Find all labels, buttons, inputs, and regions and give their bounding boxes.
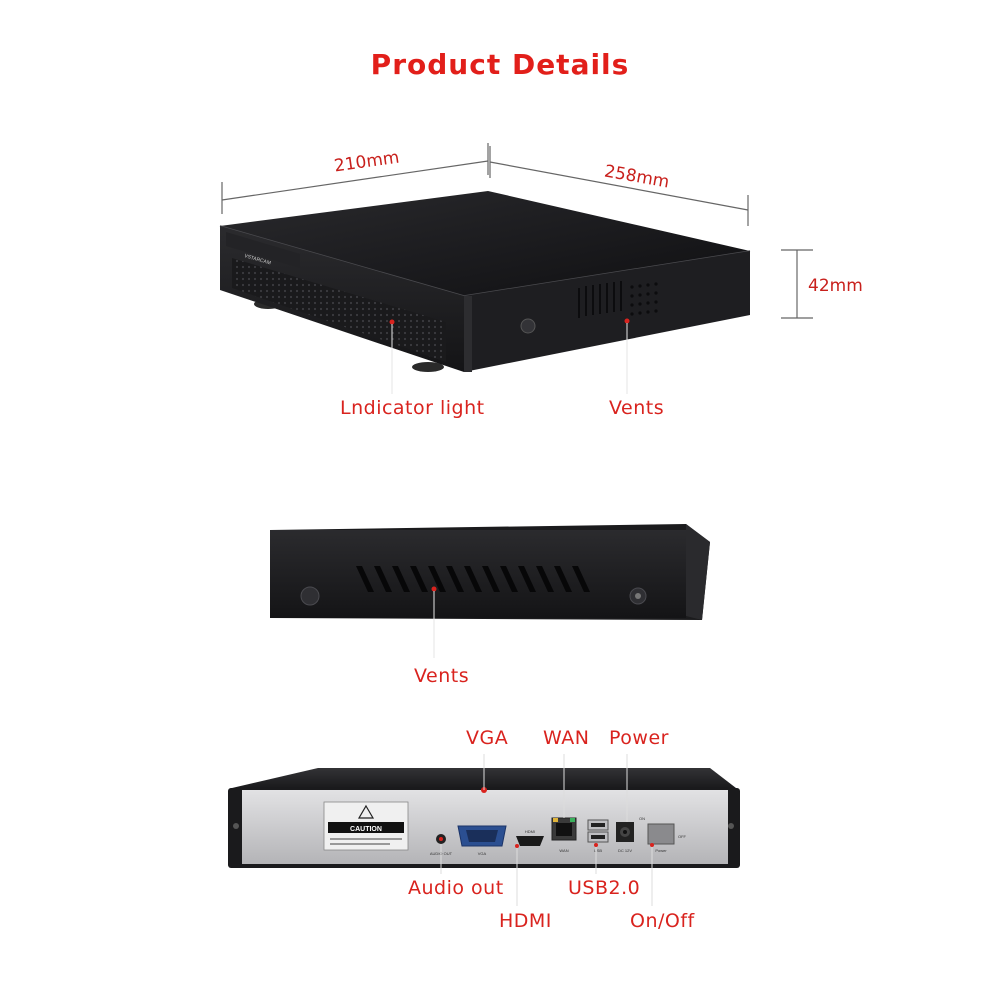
onoff-label: On/Off xyxy=(630,910,695,932)
wan-port-icon xyxy=(551,817,577,841)
switch-on-text: ON xyxy=(639,816,645,821)
side-vents xyxy=(356,566,590,592)
power-switch-text: Power xyxy=(655,848,667,853)
wan-port-text: WAN xyxy=(559,848,568,853)
power-switch-icon xyxy=(647,823,675,847)
usb-port-icon xyxy=(587,819,609,847)
page-title: Product Details xyxy=(370,48,630,81)
power-label: Power xyxy=(609,727,669,749)
hdmi-label: HDMI xyxy=(499,910,552,932)
audio-out-label: Audio out xyxy=(408,877,504,899)
caution-text: CAUTION xyxy=(350,826,382,833)
device-side-view xyxy=(270,524,710,658)
usb-port-text: USB xyxy=(594,848,603,853)
height-dimension-label: 42mm xyxy=(808,276,863,296)
device-rear-view: AUDIO OUT VGA HDMI WAN USB DC 12V Power … xyxy=(228,253,740,906)
switch-off-text: OFF xyxy=(678,834,687,839)
height-dimension-line xyxy=(781,249,813,319)
device-front-view xyxy=(219,191,751,394)
hdmi-port-icon xyxy=(515,836,544,848)
front-vents-label: Vents xyxy=(609,397,665,419)
indicator-light-icon xyxy=(389,319,395,325)
dc-port-text: DC 12V xyxy=(618,848,632,853)
power-port-icon xyxy=(616,822,634,842)
hdmi-port-text: HDMI xyxy=(525,829,535,834)
usb-label: USB2.0 xyxy=(568,877,641,899)
vga-port-icon xyxy=(457,825,507,847)
side-vents-label: Vents xyxy=(414,665,470,687)
vga-port-text: VGA xyxy=(478,851,487,856)
caution-label xyxy=(323,801,409,851)
indicator-light-label: Lndicator light xyxy=(340,397,485,419)
vga-label: VGA xyxy=(466,727,509,749)
wan-label: WAN xyxy=(543,727,590,749)
depth-dimension-line xyxy=(489,146,749,226)
width-dimension-line xyxy=(221,143,489,214)
